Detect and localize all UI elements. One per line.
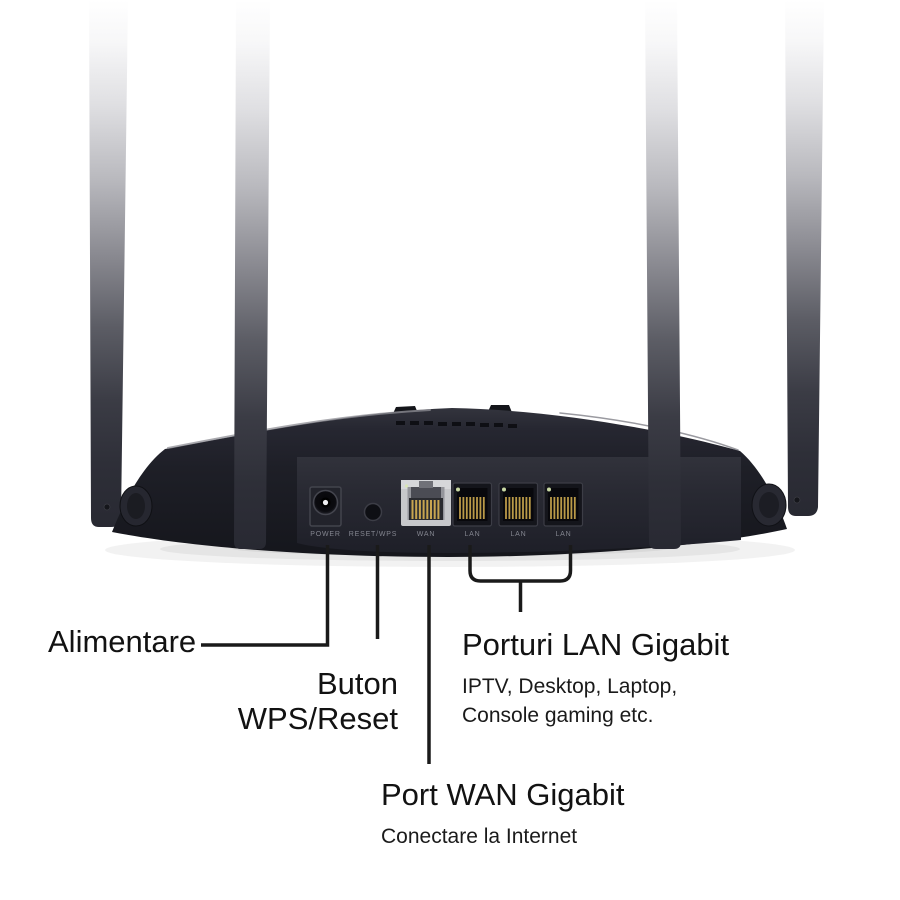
- lan-port-1-label: LAN: [464, 531, 480, 538]
- wan-callout-title: Port WAN Gigabit: [381, 777, 625, 812]
- wan-port-label: WAN: [417, 531, 435, 538]
- callout-wan-port: Port WAN Gigabit Conectare la Internet: [381, 777, 624, 851]
- callout-lines: [201, 545, 573, 764]
- antenna-right-outer: [785, 0, 824, 516]
- callout-power: Alimentare: [48, 624, 196, 659]
- reset-wps-label: RESET/WPS: [349, 531, 397, 538]
- power-port: [309, 486, 342, 527]
- lan-callout-desc-line2: Console gaming etc.: [462, 704, 654, 727]
- lan-port-2-label: LAN: [510, 531, 526, 538]
- lan-callout-title: Porturi LAN Gigabit: [462, 627, 730, 662]
- callout-line-power: [201, 545, 330, 647]
- lan-port-1: [452, 482, 493, 527]
- wan-port: [401, 480, 451, 526]
- wps-reset-button: [363, 502, 383, 522]
- lan-callout-desc-line1: IPTV, Desktop, Laptop,: [462, 675, 678, 698]
- vent-slots: [396, 421, 517, 428]
- antenna-screw-right: [793, 496, 801, 504]
- wan-callout-desc: Conectare la Internet: [381, 825, 578, 848]
- lan-port-2: [498, 482, 539, 527]
- lan-led-2: [502, 487, 506, 492]
- wan-led: [404, 484, 409, 488]
- antenna-left-outer: [89, 0, 128, 527]
- wps-callout-line2: WPS/Reset: [237, 701, 398, 736]
- lan-led-1: [456, 487, 460, 492]
- lan-led-3: [547, 487, 551, 492]
- wps-callout-line1: Buton: [316, 666, 398, 701]
- lan-port-3-label: LAN: [555, 531, 571, 538]
- power-callout-label: Alimentare: [48, 624, 197, 659]
- antenna-right-inner: [645, 0, 681, 549]
- antenna-left-inner: [234, 0, 270, 549]
- callout-wps-reset: Buton WPS/Reset: [238, 666, 398, 736]
- antenna-hinge-left: [103, 485, 153, 527]
- lan-port-3: [543, 482, 584, 527]
- antenna-screw-left: [103, 503, 111, 511]
- power-port-label: POWER: [310, 531, 340, 538]
- antenna-hinge-right: [751, 483, 801, 527]
- callout-lan-ports: Porturi LAN Gigabit IPTV, Desktop, Lapto…: [462, 627, 729, 730]
